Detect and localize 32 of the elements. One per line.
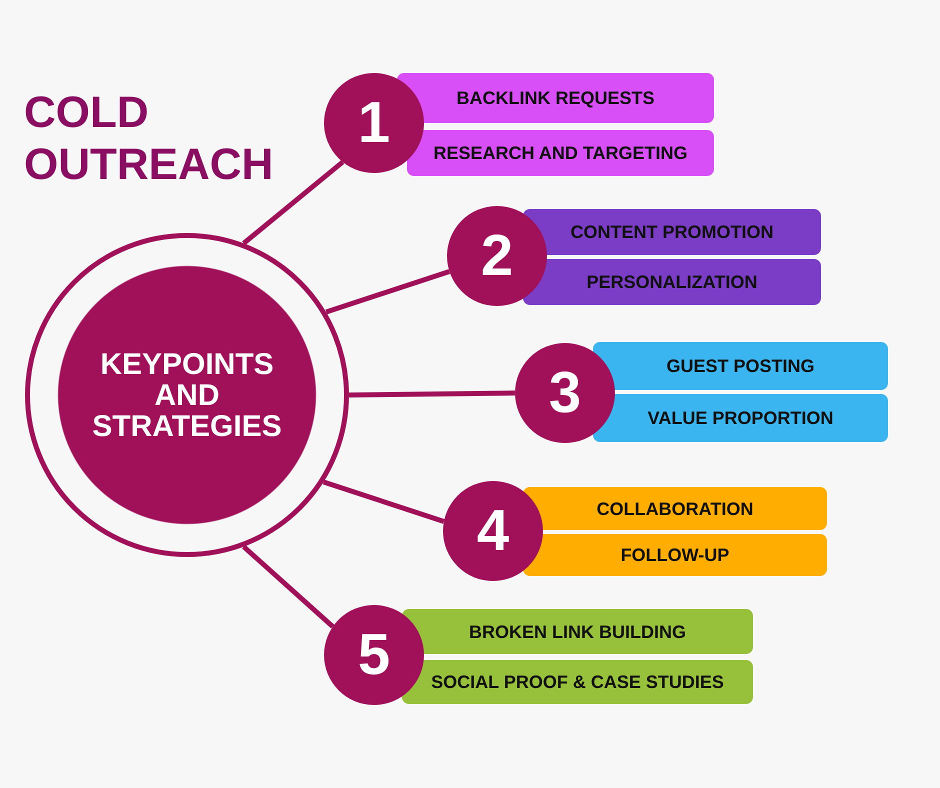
strategy-bar <box>523 534 827 576</box>
strategy-label: GUEST POSTING <box>666 355 815 377</box>
connector-line <box>242 544 334 628</box>
strategy-label: BACKLINK REQUESTS <box>456 87 654 109</box>
strategy-label: COLLABORATION <box>596 498 754 520</box>
strategy-bar <box>523 209 821 255</box>
connector-line <box>322 480 445 524</box>
step-number: 5 <box>358 625 390 685</box>
step-number: 4 <box>476 501 510 561</box>
strategy-bar <box>593 394 888 442</box>
strategy-label: PERSONALIZATION <box>586 271 758 293</box>
connector-line <box>348 390 516 398</box>
strategy-bar <box>593 342 888 390</box>
connector-line <box>325 269 450 314</box>
center-label: KEYPOINTS AND STRATEGIES <box>91 348 283 442</box>
strategy-label: BROKEN LINK BUILDING <box>469 620 686 642</box>
strategy-label: CONTENT PROMOTION <box>570 221 774 243</box>
strategy-bar <box>523 487 827 530</box>
step-number: 3 <box>548 363 582 423</box>
strategy-bar <box>523 259 821 305</box>
strategy-bar <box>402 660 753 704</box>
strategy-label: RESEARCH AND TARGETING <box>433 142 688 164</box>
step-number: 2 <box>480 226 514 286</box>
strategy-bar <box>407 130 714 176</box>
step-number: 1 <box>358 93 390 153</box>
strategy-bar <box>397 73 714 123</box>
strategy-label: FOLLOW-UP <box>620 544 730 566</box>
strategy-label: SOCIAL PROOF & CASE STUDIES <box>431 671 724 693</box>
strategy-label: VALUE PROPORTION <box>648 407 834 429</box>
diagram-title: COLD OUTREACH <box>24 87 274 191</box>
connector-line <box>242 160 344 246</box>
strategy-bar <box>402 609 753 654</box>
